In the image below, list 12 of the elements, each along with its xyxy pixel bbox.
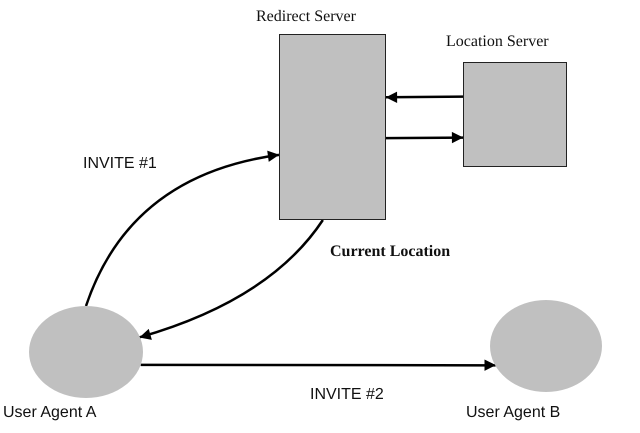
node-label: Location Server	[446, 33, 549, 51]
edge-label: Current Location	[330, 243, 450, 261]
arrow	[139, 219, 324, 340]
arrow	[84, 151, 280, 306]
edge-label: INVITE #1	[83, 155, 157, 173]
arrow	[140, 359, 496, 371]
node-label: User Agent A	[3, 404, 96, 422]
node-label: User Agent B	[466, 404, 560, 422]
arrow	[386, 92, 463, 103]
edge-label: INVITE #2	[310, 386, 384, 404]
node-label: Redirect Server	[256, 8, 356, 26]
arrow	[386, 132, 464, 144]
